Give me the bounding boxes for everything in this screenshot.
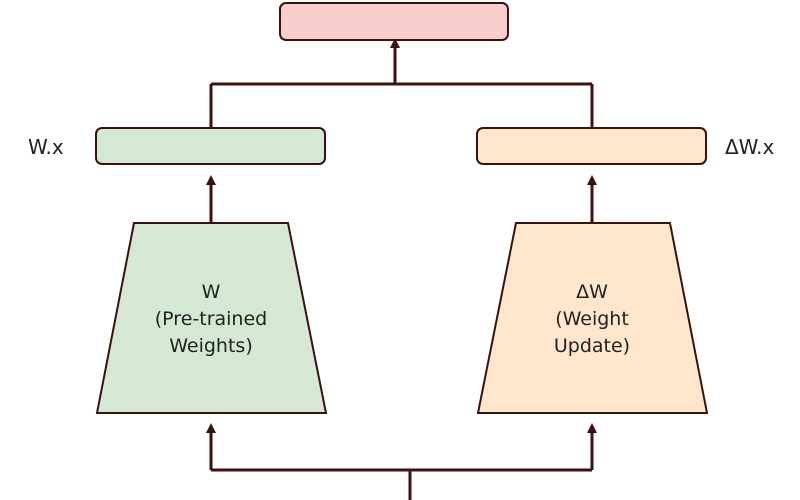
weight-update-label-line2: Update) — [554, 335, 630, 357]
combined-output-box — [279, 2, 509, 41]
pretrained-weights-block: W (Pre-trained Weights) — [95, 222, 328, 414]
update-output-box — [476, 127, 707, 165]
weight-update-symbol: ΔW — [576, 281, 608, 303]
pretrained-weights-shape — [95, 222, 328, 414]
input-connector — [206, 423, 597, 500]
pretrained-weights-symbol: W — [202, 281, 221, 303]
merge-connector — [209, 38, 594, 128]
weight-update-shape — [476, 222, 709, 414]
pretrained-weights-label-line1: (Pre-trained — [155, 308, 267, 330]
pretrained-output-box — [95, 127, 326, 165]
weight-update-block: ΔW (Weight Update) — [476, 222, 709, 414]
block-to-output-arrows — [206, 175, 597, 223]
update-output-label: ΔW.x — [725, 135, 775, 159]
weight-update-label-line1: (Weight — [555, 308, 629, 330]
pretrained-weights-label-line2: Weights) — [169, 335, 253, 357]
pretrained-output-label: W.x — [28, 135, 64, 159]
